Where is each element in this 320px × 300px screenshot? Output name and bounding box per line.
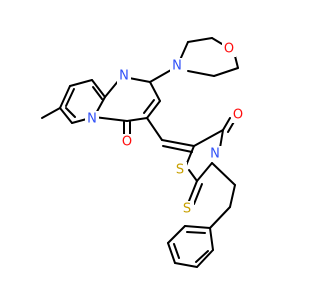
carbonyl-o-thiazolidinone-label: O	[231, 107, 245, 123]
morpholine-o-label: O	[222, 41, 236, 57]
carbonyl-o-pyrimidinone-label: O	[120, 134, 134, 150]
molecule-canvas: N N N O O O S N	[41, 37, 245, 268]
svg-text:N: N	[210, 147, 220, 162]
svg-text:S: S	[176, 163, 184, 178]
atom-labels: N N N O O O S N	[85, 41, 245, 217]
bond-lines	[41, 37, 239, 268]
svg-text:O: O	[122, 135, 132, 150]
thiazolidinone-n-label: N	[208, 146, 222, 162]
svg-text:O: O	[233, 108, 243, 123]
svg-text:N: N	[172, 59, 182, 74]
svg-text:O: O	[224, 42, 234, 57]
ring-n-upper-label: N	[117, 68, 131, 84]
structure-diagram: N N N O O O S N	[41, 37, 245, 268]
morpholine-n-label: N	[170, 58, 184, 74]
ring-s-label: S	[173, 162, 187, 178]
svg-text:N: N	[119, 69, 129, 84]
svg-text:S: S	[183, 202, 191, 217]
thione-s-label: S	[180, 201, 194, 217]
svg-text:N: N	[87, 112, 97, 127]
ring-n-lower-label: N	[85, 111, 99, 127]
